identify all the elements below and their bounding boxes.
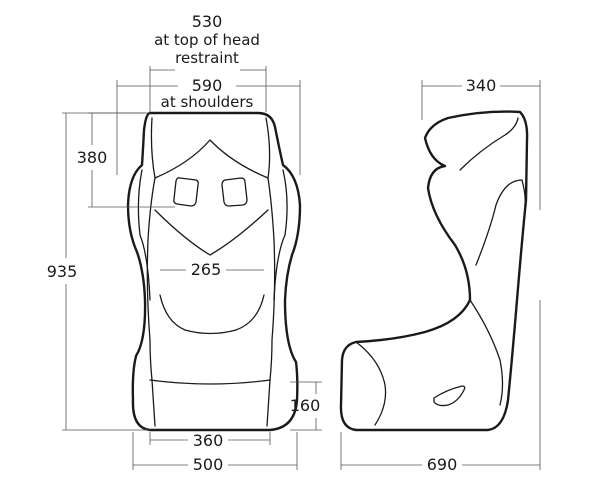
front-right-outer-wing-line bbox=[273, 169, 288, 301]
side-wing-line bbox=[475, 179, 526, 266]
label-690: 690 bbox=[427, 455, 458, 474]
dimension-lines bbox=[62, 66, 541, 470]
label-340: 340 bbox=[466, 76, 497, 95]
front-harness-slot-right bbox=[221, 177, 248, 207]
front-seat-base-line bbox=[149, 379, 271, 385]
side-back-inner-line bbox=[469, 299, 504, 406]
side-shell-inner-line bbox=[459, 117, 519, 171]
front-left-wing-line bbox=[146, 177, 156, 381]
front-view bbox=[126, 111, 302, 432]
label-500: 500 bbox=[193, 455, 224, 474]
front-head-restraint-line bbox=[150, 117, 271, 179]
side-harness-slot bbox=[433, 385, 466, 407]
side-view bbox=[339, 110, 529, 432]
label-265: 265 bbox=[191, 260, 222, 279]
front-left-outer-wing-line bbox=[137, 169, 151, 301]
front-cushion-line bbox=[159, 294, 265, 335]
front-right-wing-line bbox=[267, 177, 276, 381]
label-360: 360 bbox=[193, 431, 224, 450]
label-530-note-1: at top of head bbox=[154, 31, 260, 49]
dimension-labels: 530 at top of head restraint 590 at shou… bbox=[47, 12, 497, 474]
front-seat-lower-line bbox=[151, 379, 271, 427]
label-530: 530 bbox=[192, 12, 223, 31]
label-160: 160 bbox=[290, 396, 321, 415]
label-590: 590 bbox=[192, 76, 223, 95]
front-backrest-curve bbox=[154, 209, 269, 256]
label-590-note: at shoulders bbox=[161, 93, 254, 111]
side-seat-outline bbox=[339, 110, 529, 432]
front-seat-outline bbox=[126, 111, 302, 432]
side-thigh-bolster-line bbox=[355, 341, 387, 426]
label-380: 380 bbox=[77, 148, 108, 167]
label-935: 935 bbox=[47, 262, 78, 281]
front-harness-slot-left bbox=[173, 177, 199, 207]
label-530-note-2: restraint bbox=[175, 49, 239, 67]
